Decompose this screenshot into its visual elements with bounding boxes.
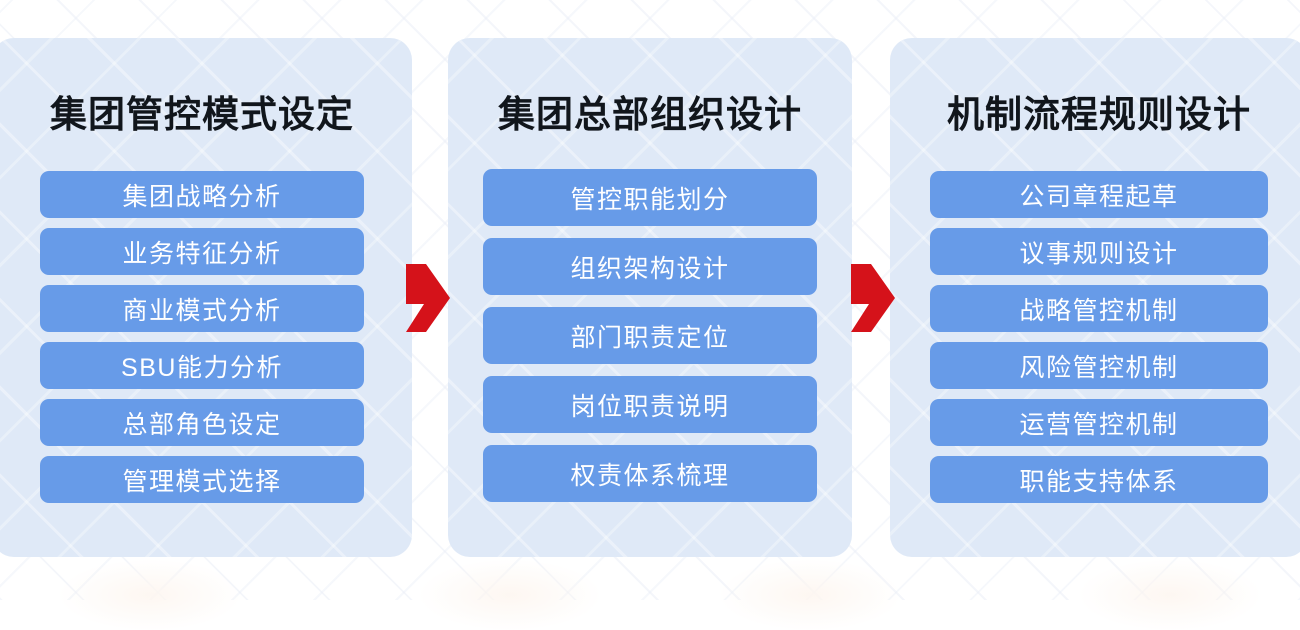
chevron-right-arrow-icon [849, 264, 897, 332]
stage-item[interactable]: 岗位职责说明 [483, 376, 817, 433]
stage-item[interactable]: 集团战略分析 [40, 171, 364, 218]
stage-item[interactable]: 公司章程起草 [930, 171, 1268, 218]
stage-item[interactable]: 业务特征分析 [40, 228, 364, 275]
stage-item[interactable]: 管控职能划分 [483, 169, 817, 226]
stage-title-3: 机制流程规则设计 [947, 94, 1251, 135]
stage-panel-1[interactable]: 集团管控模式设定 集团战略分析 业务特征分析 商业模式分析 SBU能力分析 总部… [0, 38, 412, 557]
stage-item-list-2: 管控职能划分 组织架构设计 部门职责定位 岗位职责说明 权责体系梳理 [448, 169, 852, 502]
stage-item[interactable]: 权责体系梳理 [483, 445, 817, 502]
stage-item[interactable]: 议事规则设计 [930, 228, 1268, 275]
stage-item[interactable]: 商业模式分析 [40, 285, 364, 332]
stage-item[interactable]: 职能支持体系 [930, 456, 1268, 503]
diagram-canvas: 集团管控模式设定 集团战略分析 业务特征分析 商业模式分析 SBU能力分析 总部… [0, 38, 1300, 557]
stage-title-1: 集团管控模式设定 [50, 94, 354, 135]
stage-item[interactable]: 部门职责定位 [483, 307, 817, 364]
stage-item[interactable]: SBU能力分析 [40, 342, 364, 389]
stage-item-list-1: 集团战略分析 业务特征分析 商业模式分析 SBU能力分析 总部角色设定 管理模式… [0, 171, 412, 503]
stage-item[interactable]: 运营管控机制 [930, 399, 1268, 446]
stage-item[interactable]: 管理模式选择 [40, 456, 364, 503]
stage-item[interactable]: 风险管控机制 [930, 342, 1268, 389]
stage-item[interactable]: 组织架构设计 [483, 238, 817, 295]
stage-panel-2[interactable]: 集团总部组织设计 管控职能划分 组织架构设计 部门职责定位 岗位职责说明 权责体… [448, 38, 852, 557]
stage-item[interactable]: 总部角色设定 [40, 399, 364, 446]
stage-panel-3[interactable]: 机制流程规则设计 公司章程起草 议事规则设计 战略管控机制 风险管控机制 运营管… [890, 38, 1300, 557]
stage-item-list-3: 公司章程起草 议事规则设计 战略管控机制 风险管控机制 运营管控机制 职能支持体… [890, 171, 1300, 503]
chevron-right-arrow-icon [404, 264, 452, 332]
stage-item[interactable]: 战略管控机制 [930, 285, 1268, 332]
stage-title-2: 集团总部组织设计 [498, 94, 802, 135]
